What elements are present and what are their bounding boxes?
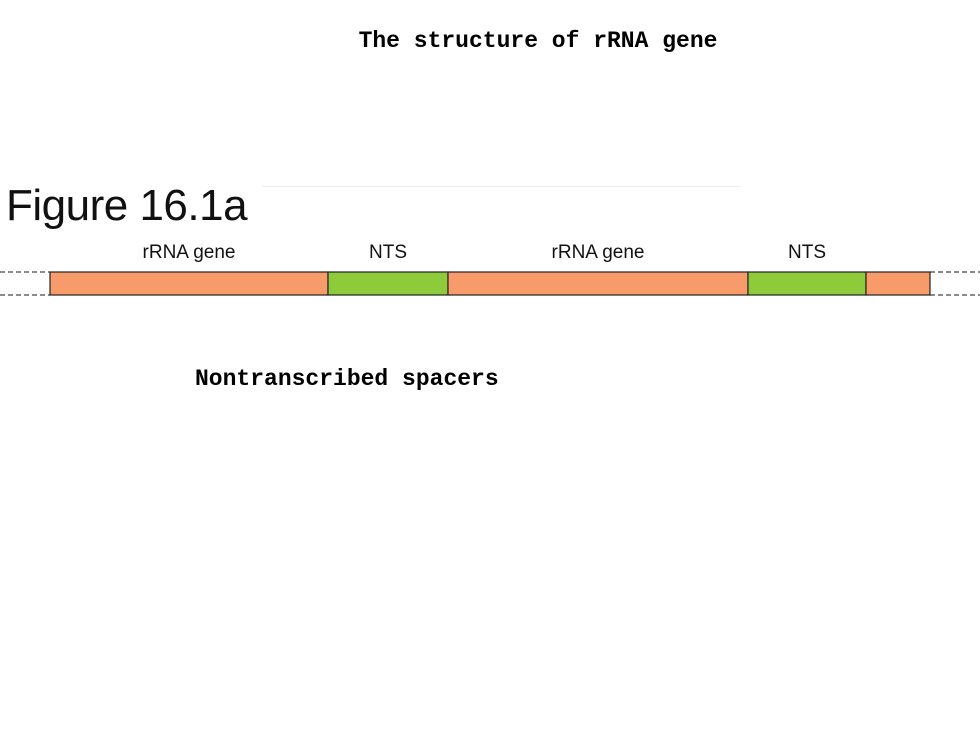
rrna-gene-segment: [865, 271, 931, 296]
nts-caption: Nontranscribed spacers: [195, 366, 499, 392]
rrna-gene-segment: [447, 271, 749, 296]
nts-label: NTS: [788, 242, 826, 263]
nts-label: NTS: [369, 242, 407, 263]
nts-segment: [327, 271, 449, 296]
rrna-gene-diagram: rRNA gene NTS rRNA gene NTS: [0, 242, 980, 296]
figure-label: Figure 16.1a: [6, 181, 248, 230]
slide-title: The structure of rRNA gene: [358, 28, 718, 54]
rrna-gene-label: rRNA gene: [143, 242, 236, 263]
rrna-gene-label: rRNA gene: [552, 242, 645, 263]
nts-segment: [747, 271, 867, 296]
rrna-gene-segment: [49, 271, 329, 296]
divider-line: [262, 186, 740, 187]
